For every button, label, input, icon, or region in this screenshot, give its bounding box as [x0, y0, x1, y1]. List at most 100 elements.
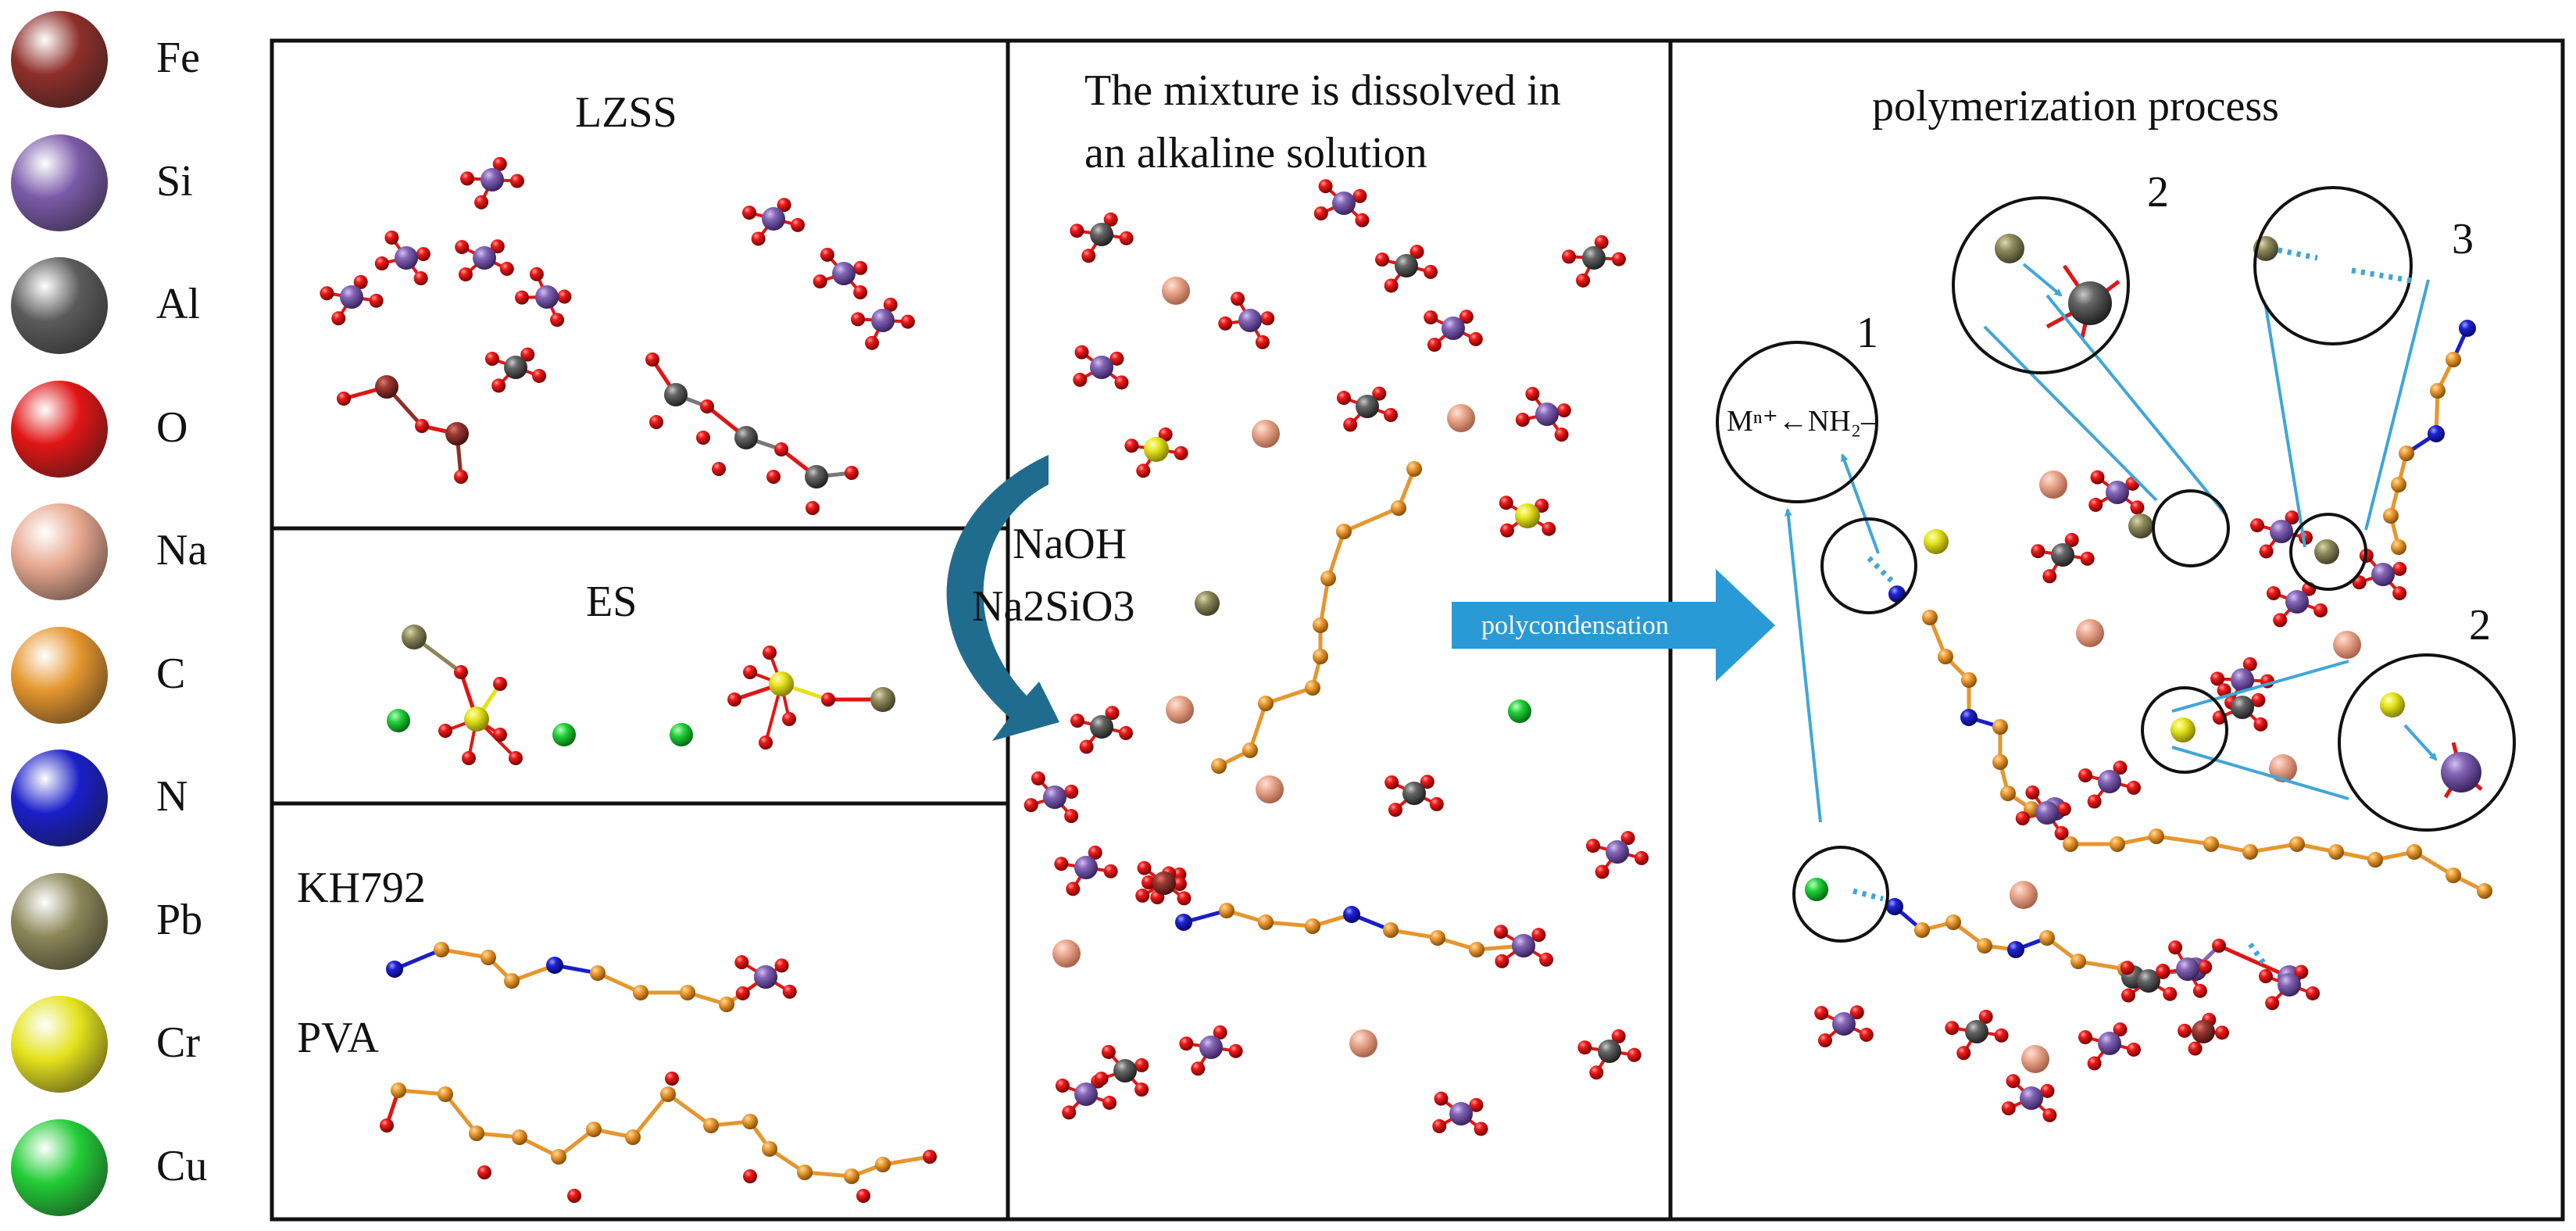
atom-cr	[1515, 503, 1540, 528]
atom-o	[1424, 310, 1438, 325]
dotted-interactions	[1853, 247, 2417, 968]
atom-o	[2031, 544, 2045, 559]
pva-label: PVA	[297, 1014, 379, 1062]
small-circle-cr-si	[2141, 686, 2228, 774]
atom-o	[1538, 952, 1553, 967]
atom-cu	[670, 723, 693, 746]
atom-o	[2258, 969, 2273, 984]
atom-o	[353, 274, 368, 289]
atom-o	[1064, 784, 1079, 799]
atom-o	[1134, 1057, 1149, 1072]
atom-o	[700, 399, 714, 413]
atom-o	[380, 1118, 394, 1133]
legend-row-o: O	[0, 374, 266, 492]
atom-o	[1255, 335, 1270, 349]
atom-o	[529, 267, 544, 281]
atom-o	[474, 195, 489, 209]
atom-c	[2000, 785, 2016, 801]
atom-na	[1166, 696, 1194, 724]
atom-c	[2430, 383, 2446, 399]
atom-o	[455, 240, 470, 255]
atom-o	[384, 230, 399, 245]
atom-o	[2088, 497, 2103, 512]
atom-cu	[387, 709, 410, 732]
atom-al	[2051, 543, 2074, 567]
atom-o	[2025, 785, 2040, 800]
atom-al	[2068, 281, 2112, 325]
atom-o	[1343, 417, 1358, 432]
atom-o	[774, 442, 788, 456]
bond	[2249, 842, 2298, 854]
atom-o	[845, 466, 859, 480]
atom-cr	[464, 707, 489, 732]
legend-label-cu: Cu	[156, 1141, 208, 1190]
legend-atom-fe	[11, 11, 108, 108]
atom-c	[1219, 903, 1234, 918]
atom-si	[1199, 1036, 1223, 1059]
atom-si	[1074, 856, 1098, 879]
atom-o	[1191, 1061, 1206, 1076]
bond	[882, 1154, 931, 1167]
atom-o	[2127, 1042, 2142, 1057]
atom-o	[665, 1072, 679, 1086]
atom-o	[509, 174, 524, 188]
atom-al	[1402, 782, 1426, 805]
atom-o	[557, 289, 572, 304]
atom-o	[491, 378, 506, 393]
atom-o	[2130, 500, 2145, 515]
atom-o	[1459, 310, 1474, 324]
atom-o	[2217, 683, 2231, 698]
atom-n	[1343, 906, 1360, 923]
mixture-title-line2: an alkaline solution	[1084, 129, 1427, 177]
atom-o	[2080, 551, 2095, 566]
atom-o	[766, 470, 781, 484]
atom-c	[2367, 852, 2383, 868]
atom-o	[493, 677, 507, 691]
atom-o	[1556, 403, 1571, 418]
atom-o	[1177, 891, 1192, 906]
atom-na	[1252, 420, 1280, 448]
legend-label-cr: Cr	[156, 1018, 200, 1067]
legend-atom-na	[11, 503, 108, 600]
atom-n	[1175, 914, 1192, 931]
atom-o	[374, 256, 389, 271]
atom-o	[1994, 1028, 2009, 1043]
atom-c	[512, 1129, 527, 1145]
atom-o	[2210, 671, 2225, 686]
atom-c	[660, 1086, 676, 1102]
atom-c	[2203, 836, 2219, 852]
atom-o	[1218, 316, 1233, 331]
atom-o	[1119, 231, 1134, 245]
atom-o	[1352, 188, 1367, 203]
atom-o	[1585, 839, 1600, 853]
atom-o	[1103, 864, 1118, 879]
atom-o	[438, 724, 452, 738]
atom-o	[782, 712, 796, 726]
atom-o	[2078, 768, 2092, 783]
atom-o	[515, 290, 530, 305]
legend-label-na: Na	[156, 526, 208, 574]
atom-layer	[320, 156, 2492, 1203]
atom-cr	[2380, 692, 2405, 717]
atom-o	[1070, 224, 1084, 238]
reagent-na2sio3: Na2SiO3	[972, 582, 1135, 631]
atom-o	[567, 1189, 581, 1203]
atom-c	[719, 997, 734, 1012]
atom-o	[2078, 1030, 2092, 1045]
atom-o	[499, 261, 514, 276]
atom-o	[1142, 875, 1156, 890]
atom-o	[1469, 1097, 1484, 1112]
atom-si	[2285, 590, 2309, 614]
atom-si	[2441, 752, 2481, 793]
atom-o	[743, 1169, 757, 1183]
atom-c	[1391, 500, 1406, 516]
atom-c	[551, 1149, 566, 1165]
atom-o	[1031, 771, 1045, 785]
atom-o	[2001, 1101, 2016, 1116]
atom-o	[1978, 1009, 1993, 1024]
atom-o	[2251, 692, 2266, 707]
atom-o	[649, 415, 663, 429]
atom-o	[2006, 1074, 2020, 1089]
atom-o	[741, 206, 756, 220]
atom-cr	[1144, 437, 1169, 462]
